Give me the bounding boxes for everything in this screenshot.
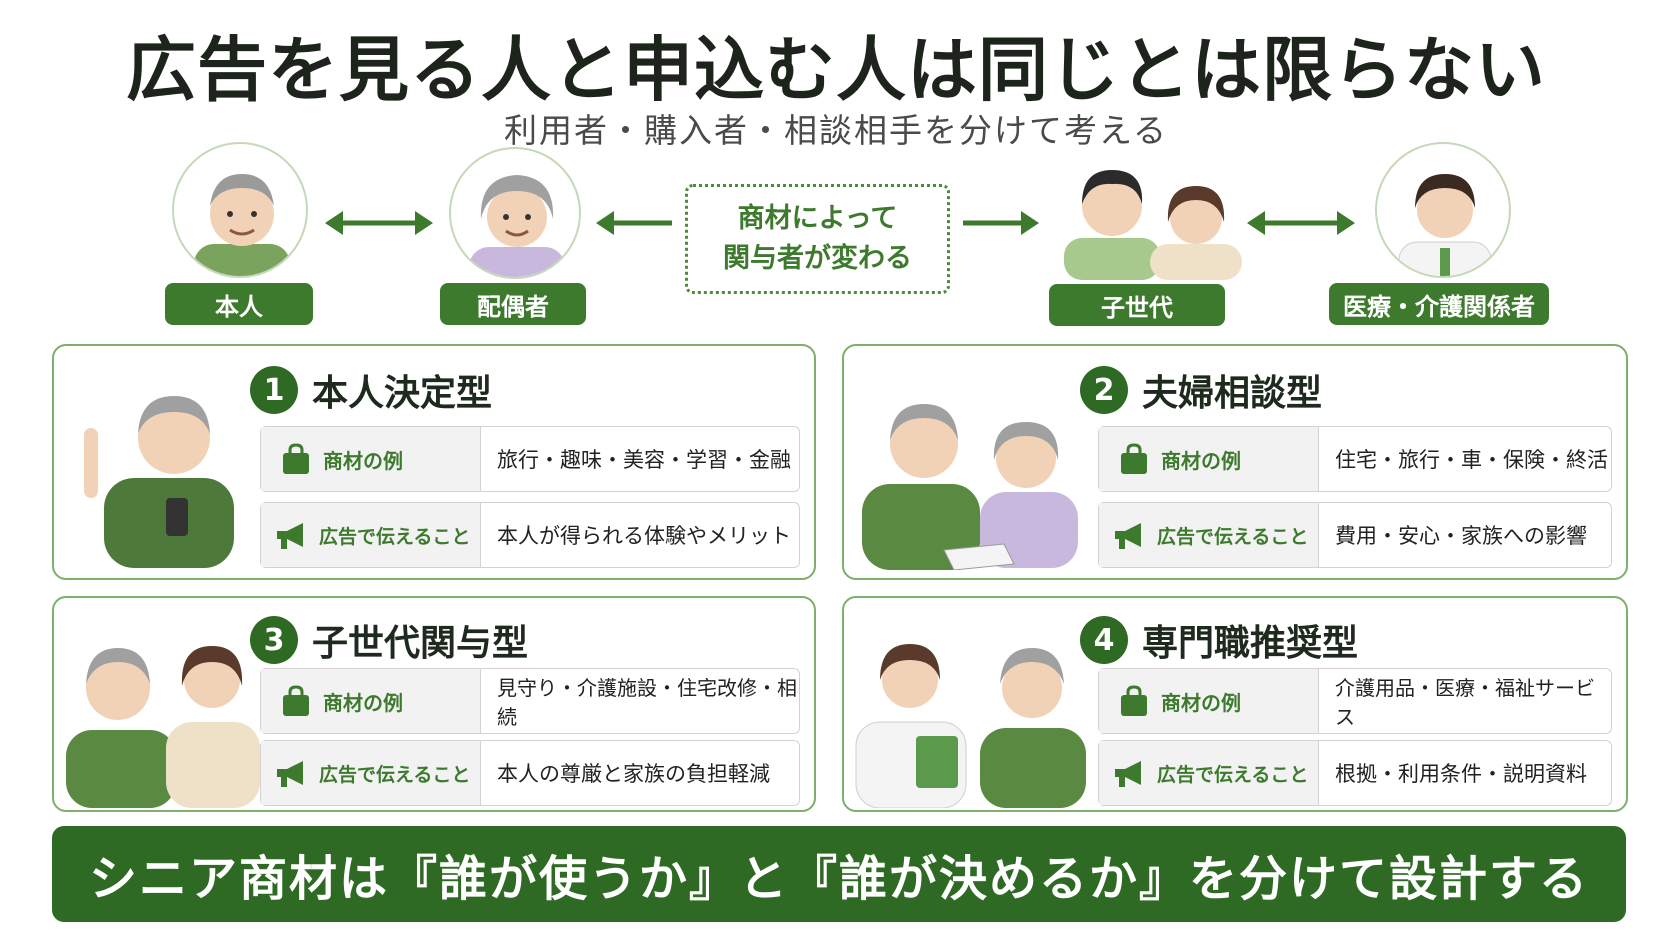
children-illustration bbox=[1058, 148, 1248, 284]
card-number: 4 bbox=[1080, 616, 1128, 664]
example-value: 見守り・介護施設・住宅改修・相続 bbox=[497, 676, 797, 729]
example-row: 商材の例 見守り・介護施設・住宅改修・相続 bbox=[260, 668, 800, 734]
double-arrow-icon bbox=[1247, 211, 1355, 235]
card-title: 専門職推奨型 bbox=[1142, 623, 1359, 664]
shopping-bag-icon bbox=[283, 685, 309, 716]
shopping-bag-icon bbox=[1121, 443, 1147, 474]
self-avatar bbox=[172, 142, 308, 278]
card-header: 1 本人決定型 bbox=[250, 364, 492, 416]
professional-recommend-illustration bbox=[852, 618, 1092, 812]
footer-banner: シニア商材は『誰が使うか』と『誰が決めるか』を分けて設計する bbox=[52, 826, 1626, 922]
center-note-line2: 関与者が変わる bbox=[723, 243, 912, 274]
example-value: 介護用品・医療・福祉サービス bbox=[1335, 676, 1595, 729]
example-label: 商材の例 bbox=[261, 427, 481, 491]
message-value: 本人が得られる体験やメリット bbox=[497, 524, 791, 548]
page-title: 広告を見る人と申込む人は同じとは限らない bbox=[126, 29, 1546, 111]
role-self: 本人 bbox=[165, 283, 313, 325]
message-value: 本人の尊厳と家族の負担軽減 bbox=[497, 762, 770, 786]
example-row: 商材の例 介護用品・医療・福祉サービス bbox=[1098, 668, 1612, 734]
card-title: 本人決定型 bbox=[312, 373, 493, 414]
message-row: 広告で伝えること 本人が得られる体験やメリット bbox=[260, 502, 800, 568]
example-value: 旅行・趣味・美容・学習・金融 bbox=[497, 448, 791, 472]
megaphone-icon bbox=[277, 523, 303, 549]
card-header: 3 子世代関与型 bbox=[250, 614, 528, 666]
message-value: 費用・安心・家族への影響 bbox=[1335, 524, 1587, 548]
message-label: 広告で伝えること bbox=[1099, 741, 1319, 805]
card-couple-consult: 2 夫婦相談型 商材の例 住宅・旅行・車・保険・終活 広告で伝えること 費用・安… bbox=[842, 344, 1628, 580]
message-label: 広告で伝えること bbox=[261, 503, 481, 567]
double-arrow-icon bbox=[325, 211, 433, 235]
self-decision-illustration bbox=[74, 368, 264, 572]
message-value: 根拠・利用条件・説明資料 bbox=[1335, 762, 1587, 786]
megaphone-icon bbox=[1115, 523, 1141, 549]
card-professional-recommend: 4 専門職推奨型 商材の例 介護用品・医療・福祉サービス 広告で伝えること 根拠… bbox=[842, 596, 1628, 812]
role-children: 子世代 bbox=[1049, 284, 1225, 326]
shopping-bag-icon bbox=[283, 443, 309, 474]
message-label: 広告で伝えること bbox=[261, 741, 481, 805]
card-title: 夫婦相談型 bbox=[1142, 373, 1323, 414]
card-header: 4 専門職推奨型 bbox=[1080, 614, 1358, 666]
example-label: 商材の例 bbox=[1099, 427, 1319, 491]
example-value: 住宅・旅行・車・保険・終活 bbox=[1335, 448, 1608, 472]
spouse-avatar bbox=[449, 147, 581, 279]
message-row: 広告で伝えること 費用・安心・家族への影響 bbox=[1098, 502, 1612, 568]
role-medical: 医療・介護関係者 bbox=[1329, 283, 1549, 325]
card-number: 2 bbox=[1080, 366, 1128, 414]
message-row: 広告で伝えること 本人の尊厳と家族の負担軽減 bbox=[260, 740, 800, 806]
card-children-involved: 3 子世代関与型 商材の例 見守り・介護施設・住宅改修・相続 広告で伝えること … bbox=[52, 596, 816, 812]
card-header: 2 夫婦相談型 bbox=[1080, 364, 1322, 416]
card-number: 1 bbox=[250, 366, 298, 414]
shopping-bag-icon bbox=[1121, 685, 1147, 716]
page-subtitle: 利用者・購入者・相談相手を分けて考える bbox=[503, 111, 1168, 150]
example-row: 商材の例 旅行・趣味・美容・学習・金融 bbox=[260, 426, 800, 492]
megaphone-icon bbox=[277, 761, 303, 787]
megaphone-icon bbox=[1115, 761, 1141, 787]
medical-avatar bbox=[1375, 142, 1511, 278]
children-involved-illustration bbox=[62, 618, 262, 812]
center-note-line1: 商材によって bbox=[737, 203, 898, 234]
example-label: 商材の例 bbox=[261, 669, 481, 733]
couple-consult-illustration bbox=[854, 374, 1084, 574]
card-self-decision: 1 本人決定型 商材の例 旅行・趣味・美容・学習・金融 広告で伝えること 本人が… bbox=[52, 344, 816, 580]
message-row: 広告で伝えること 根拠・利用条件・説明資料 bbox=[1098, 740, 1612, 806]
left-arrow-icon bbox=[596, 211, 672, 235]
message-label: 広告で伝えること bbox=[1099, 503, 1319, 567]
card-number: 3 bbox=[250, 616, 298, 664]
example-row: 商材の例 住宅・旅行・車・保険・終活 bbox=[1098, 426, 1612, 492]
right-arrow-icon bbox=[963, 211, 1039, 235]
example-label: 商材の例 bbox=[1099, 669, 1319, 733]
role-spouse: 配偶者 bbox=[440, 283, 586, 325]
center-note: 商材によって 関与者が変わる bbox=[685, 184, 950, 294]
card-title: 子世代関与型 bbox=[312, 623, 529, 664]
